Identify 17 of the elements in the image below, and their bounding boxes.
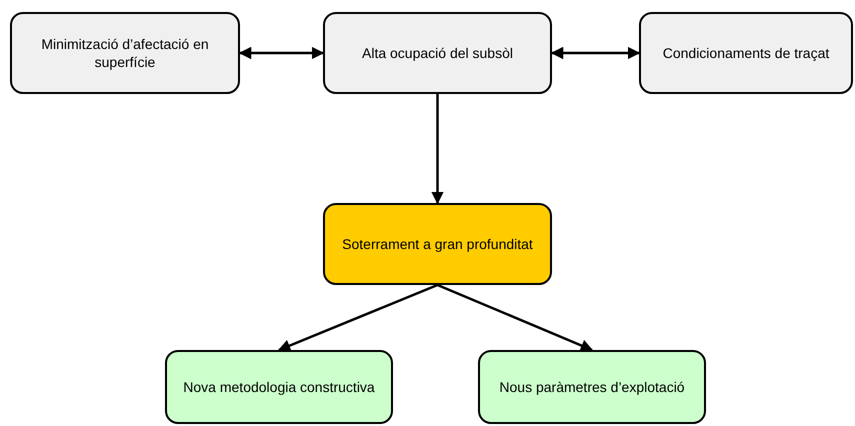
- process-box: [639, 12, 853, 94]
- arrow: [278, 284, 438, 352]
- process-box: [323, 12, 552, 94]
- box-label: Condicionaments de traçat: [662, 44, 830, 62]
- arrow: [431, 94, 444, 204]
- process-box: [478, 350, 706, 424]
- box-label: Nova metodologia constructiva: [183, 378, 375, 396]
- process-box: [165, 350, 393, 424]
- box-label: Nous paràmetres d’explotació: [499, 378, 685, 396]
- arrow: [238, 46, 324, 60]
- box-label: Alta ocupació del subsòl: [362, 44, 513, 62]
- box-label: Soterrament a gran profunditat: [342, 234, 533, 254]
- arrow: [437, 284, 594, 352]
- process-box: [10, 12, 240, 94]
- arrow: [550, 46, 640, 60]
- box-label: Minimització d’afectació en superfície: [40, 34, 210, 72]
- process-box: [323, 203, 552, 285]
